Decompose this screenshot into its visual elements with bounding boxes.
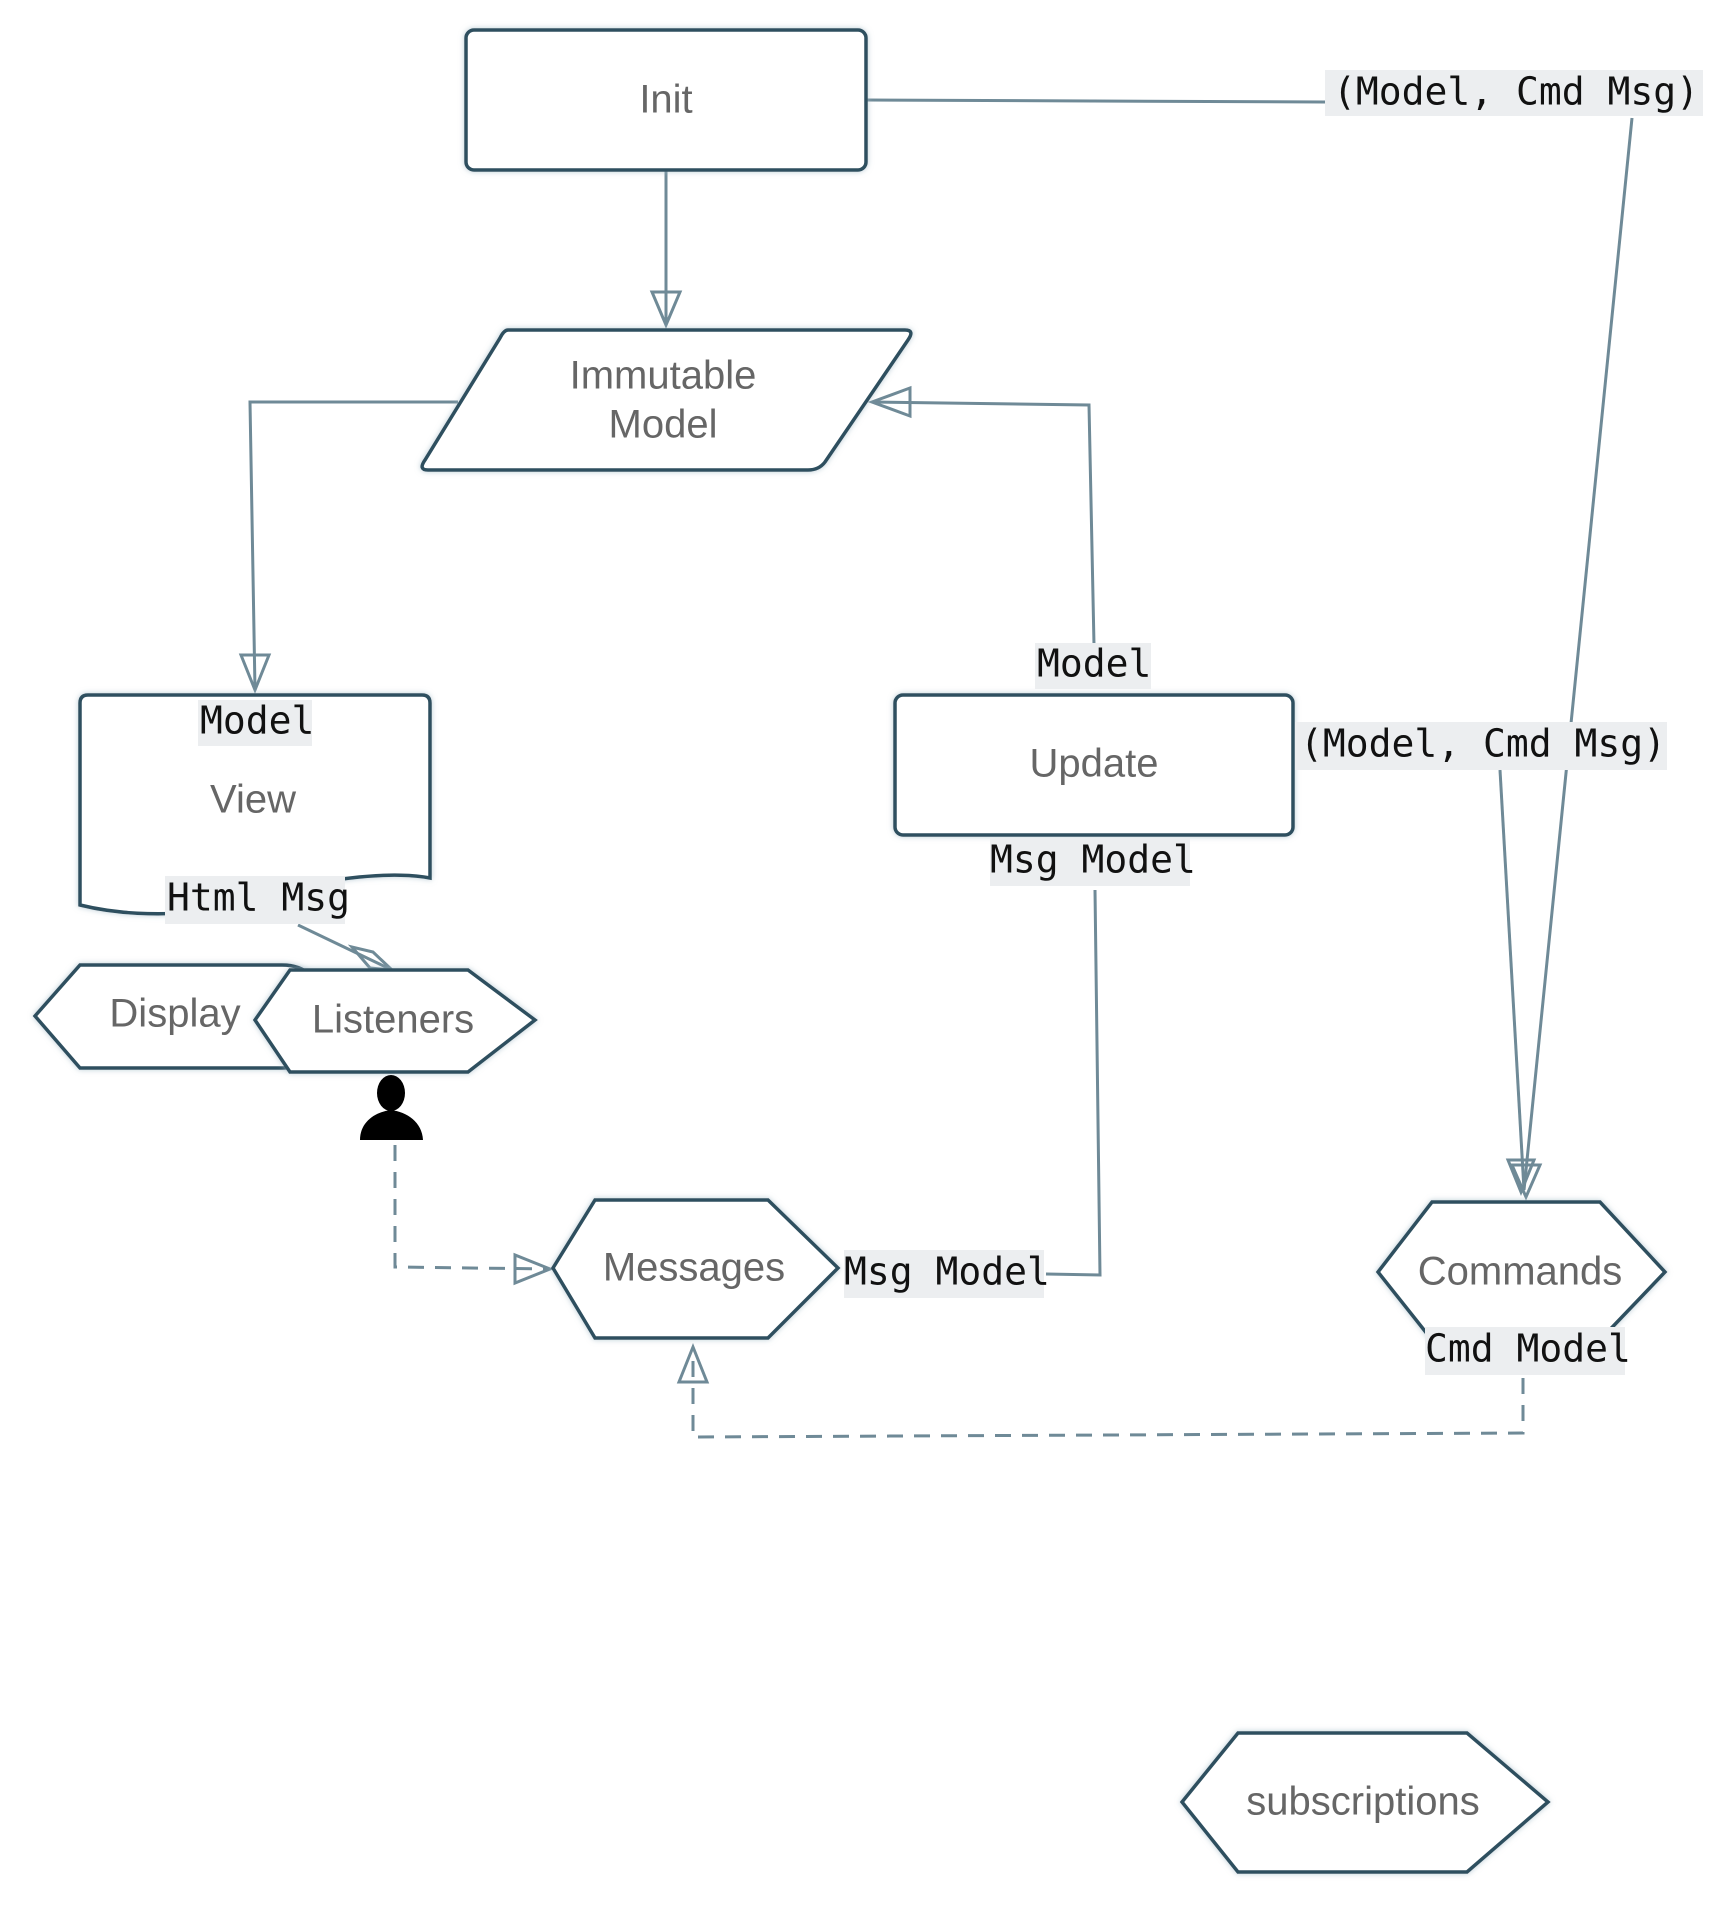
edge-update-to-commands (1498, 769, 1526, 1191)
edge-model-to-view (248, 400, 458, 691)
listeners-label: Listeners (312, 998, 474, 1042)
display-label: Display (109, 992, 240, 1036)
arrowhead-view-top (238, 653, 272, 695)
svg-text:(Model, Cmd Msg): (Model, Cmd Msg) (1300, 722, 1666, 766)
code-label-init-output: (Model, Cmd Msg) (1325, 70, 1703, 116)
svg-text:Model: Model (200, 699, 314, 743)
messages-label: Messages (603, 1246, 785, 1290)
arrowhead-model-right (867, 385, 912, 419)
node-display[interactable]: Display (32, 963, 312, 1070)
code-label-update-input: Model (1035, 642, 1151, 689)
svg-text:(Model, Cmd Msg): (Model, Cmd Msg) (1333, 70, 1699, 114)
arrowhead-commands-b (1509, 1163, 1543, 1201)
edge-update-to-model (871, 400, 1096, 646)
user-icon (360, 1075, 423, 1140)
node-update[interactable]: Update (893, 693, 1295, 837)
svg-text:Msg Model: Msg Model (990, 838, 1196, 882)
node-commands[interactable]: Commands (1375, 1200, 1668, 1342)
code-label-update-signature: Msg Model (990, 838, 1196, 886)
subscriptions-label: subscriptions (1246, 1780, 1479, 1824)
code-label-commands-output: Cmd Model (1425, 1327, 1631, 1375)
commands-label: Commands (1418, 1250, 1623, 1294)
update-label: Update (1030, 742, 1159, 786)
svg-text:Cmd Model: Cmd Model (1425, 1327, 1631, 1371)
edge-view-to-listeners (297, 923, 393, 972)
arrowhead-model-top (649, 290, 683, 329)
arrowhead-commands-a (1505, 1158, 1537, 1196)
node-messages[interactable]: Messages (550, 1198, 841, 1340)
edge-commands-to-messages (691, 1350, 1525, 1439)
view-label: View (210, 778, 296, 822)
init-label: Init (639, 78, 692, 122)
arrowhead-messages-bottom (676, 1342, 710, 1384)
code-label-view-output: Html Msg (165, 876, 350, 924)
code-label-messages-output: Msg Model (844, 1250, 1050, 1298)
svg-text:Model: Model (1037, 642, 1151, 686)
arrowhead-messages-left (513, 1252, 555, 1286)
node-listeners[interactable]: Listeners (252, 968, 538, 1074)
edge-update-to-messages (1045, 889, 1102, 1277)
edge-user-to-messages (393, 1145, 551, 1271)
node-subscriptions[interactable]: subscriptions (1179, 1731, 1551, 1874)
edge-init-to-commands (1522, 117, 1634, 1191)
svg-text:Html Msg: Html Msg (167, 876, 350, 920)
code-label-update-output: (Model, Cmd Msg) (1295, 722, 1667, 770)
svg-text:Msg Model: Msg Model (844, 1250, 1050, 1294)
edge-init-right (865, 98, 1326, 104)
node-immutable-model[interactable]: Immutable Model (420, 328, 913, 472)
code-label-view-input: Model (198, 699, 314, 746)
immutable-model-label-2: Model (609, 403, 718, 447)
node-init[interactable]: Init (464, 28, 868, 172)
immutable-model-label-1: Immutable (570, 354, 757, 398)
